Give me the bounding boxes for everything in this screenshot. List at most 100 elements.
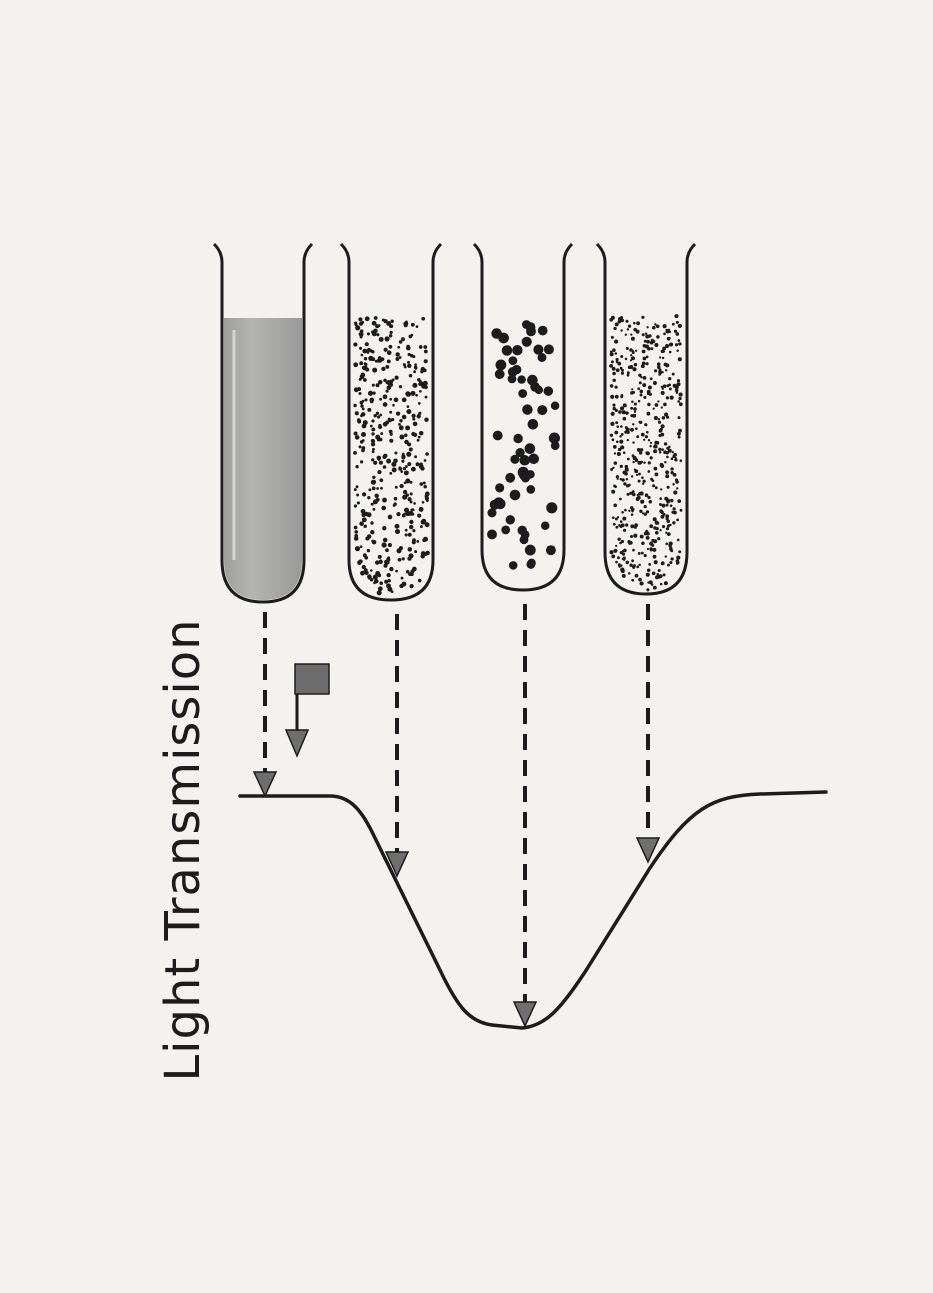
particle	[382, 318, 385, 321]
particle	[377, 590, 382, 595]
particle	[678, 342, 681, 345]
particle	[621, 372, 624, 375]
particle	[417, 414, 421, 418]
particle	[645, 345, 649, 349]
particle	[677, 499, 681, 503]
particle	[425, 522, 430, 527]
particle	[620, 520, 623, 523]
particle	[383, 394, 388, 399]
particle	[354, 488, 357, 491]
particle	[640, 535, 644, 539]
particle	[388, 345, 392, 349]
particle	[395, 357, 399, 361]
particle	[412, 567, 417, 572]
particle	[395, 352, 399, 356]
particle	[649, 580, 653, 584]
particle	[641, 552, 644, 555]
particle	[615, 395, 619, 399]
particle	[670, 499, 673, 502]
particle	[669, 547, 673, 551]
particle	[407, 364, 411, 368]
particle	[653, 526, 656, 529]
particle	[627, 439, 629, 441]
particle	[661, 561, 665, 565]
particle	[610, 434, 613, 437]
particle	[631, 337, 635, 341]
particle	[419, 431, 424, 436]
particle	[519, 455, 530, 466]
particle	[646, 340, 650, 344]
particle	[609, 364, 613, 368]
particle	[614, 340, 618, 344]
particle	[383, 564, 387, 568]
particle	[396, 411, 400, 415]
particle	[666, 384, 669, 387]
particle	[371, 432, 374, 435]
particle	[661, 424, 665, 428]
particle	[355, 465, 358, 468]
particle	[621, 433, 624, 436]
particle	[378, 425, 382, 429]
particle	[395, 529, 400, 534]
particle	[371, 480, 376, 485]
particle	[379, 337, 384, 342]
particle	[413, 370, 416, 373]
particle	[665, 514, 669, 518]
particle	[625, 411, 628, 414]
particle	[640, 390, 644, 394]
particle	[623, 529, 626, 532]
particle	[406, 346, 411, 351]
particle	[636, 435, 639, 438]
particle	[617, 478, 619, 480]
particle	[654, 369, 657, 372]
particle	[490, 500, 500, 510]
particle	[367, 332, 370, 335]
particle	[419, 507, 424, 512]
particle	[364, 363, 367, 366]
particle	[628, 484, 631, 487]
particle	[417, 378, 421, 382]
particle	[402, 514, 406, 518]
particle	[632, 490, 635, 493]
particle	[666, 504, 669, 507]
particle	[613, 327, 616, 330]
particle	[669, 351, 672, 354]
particle	[359, 445, 362, 448]
particle	[361, 432, 366, 437]
particle	[675, 389, 679, 393]
particle	[613, 407, 616, 410]
particle	[614, 452, 616, 454]
particle	[677, 400, 680, 403]
particle	[378, 560, 383, 565]
particle	[383, 422, 388, 427]
particle	[378, 555, 382, 559]
particle	[379, 581, 383, 585]
particle	[614, 431, 618, 435]
particle	[622, 574, 626, 578]
particle	[677, 379, 680, 382]
particle	[362, 517, 367, 522]
particle	[418, 436, 421, 439]
particle	[620, 425, 623, 428]
particle	[665, 555, 667, 557]
particle	[407, 405, 410, 408]
particle	[664, 363, 668, 367]
particle	[663, 403, 667, 407]
particle	[355, 547, 358, 550]
particle	[424, 359, 428, 363]
particle	[660, 488, 662, 490]
particle	[652, 484, 655, 487]
particle	[362, 446, 366, 450]
particle	[625, 358, 628, 361]
particle	[647, 496, 650, 499]
particle	[361, 373, 366, 378]
particle	[380, 487, 383, 490]
particle	[647, 548, 649, 550]
particle	[399, 419, 402, 422]
particle	[409, 511, 414, 516]
particle	[653, 407, 655, 409]
particle	[377, 415, 380, 418]
particle	[399, 435, 404, 440]
particle	[389, 411, 392, 414]
particle	[620, 355, 623, 358]
